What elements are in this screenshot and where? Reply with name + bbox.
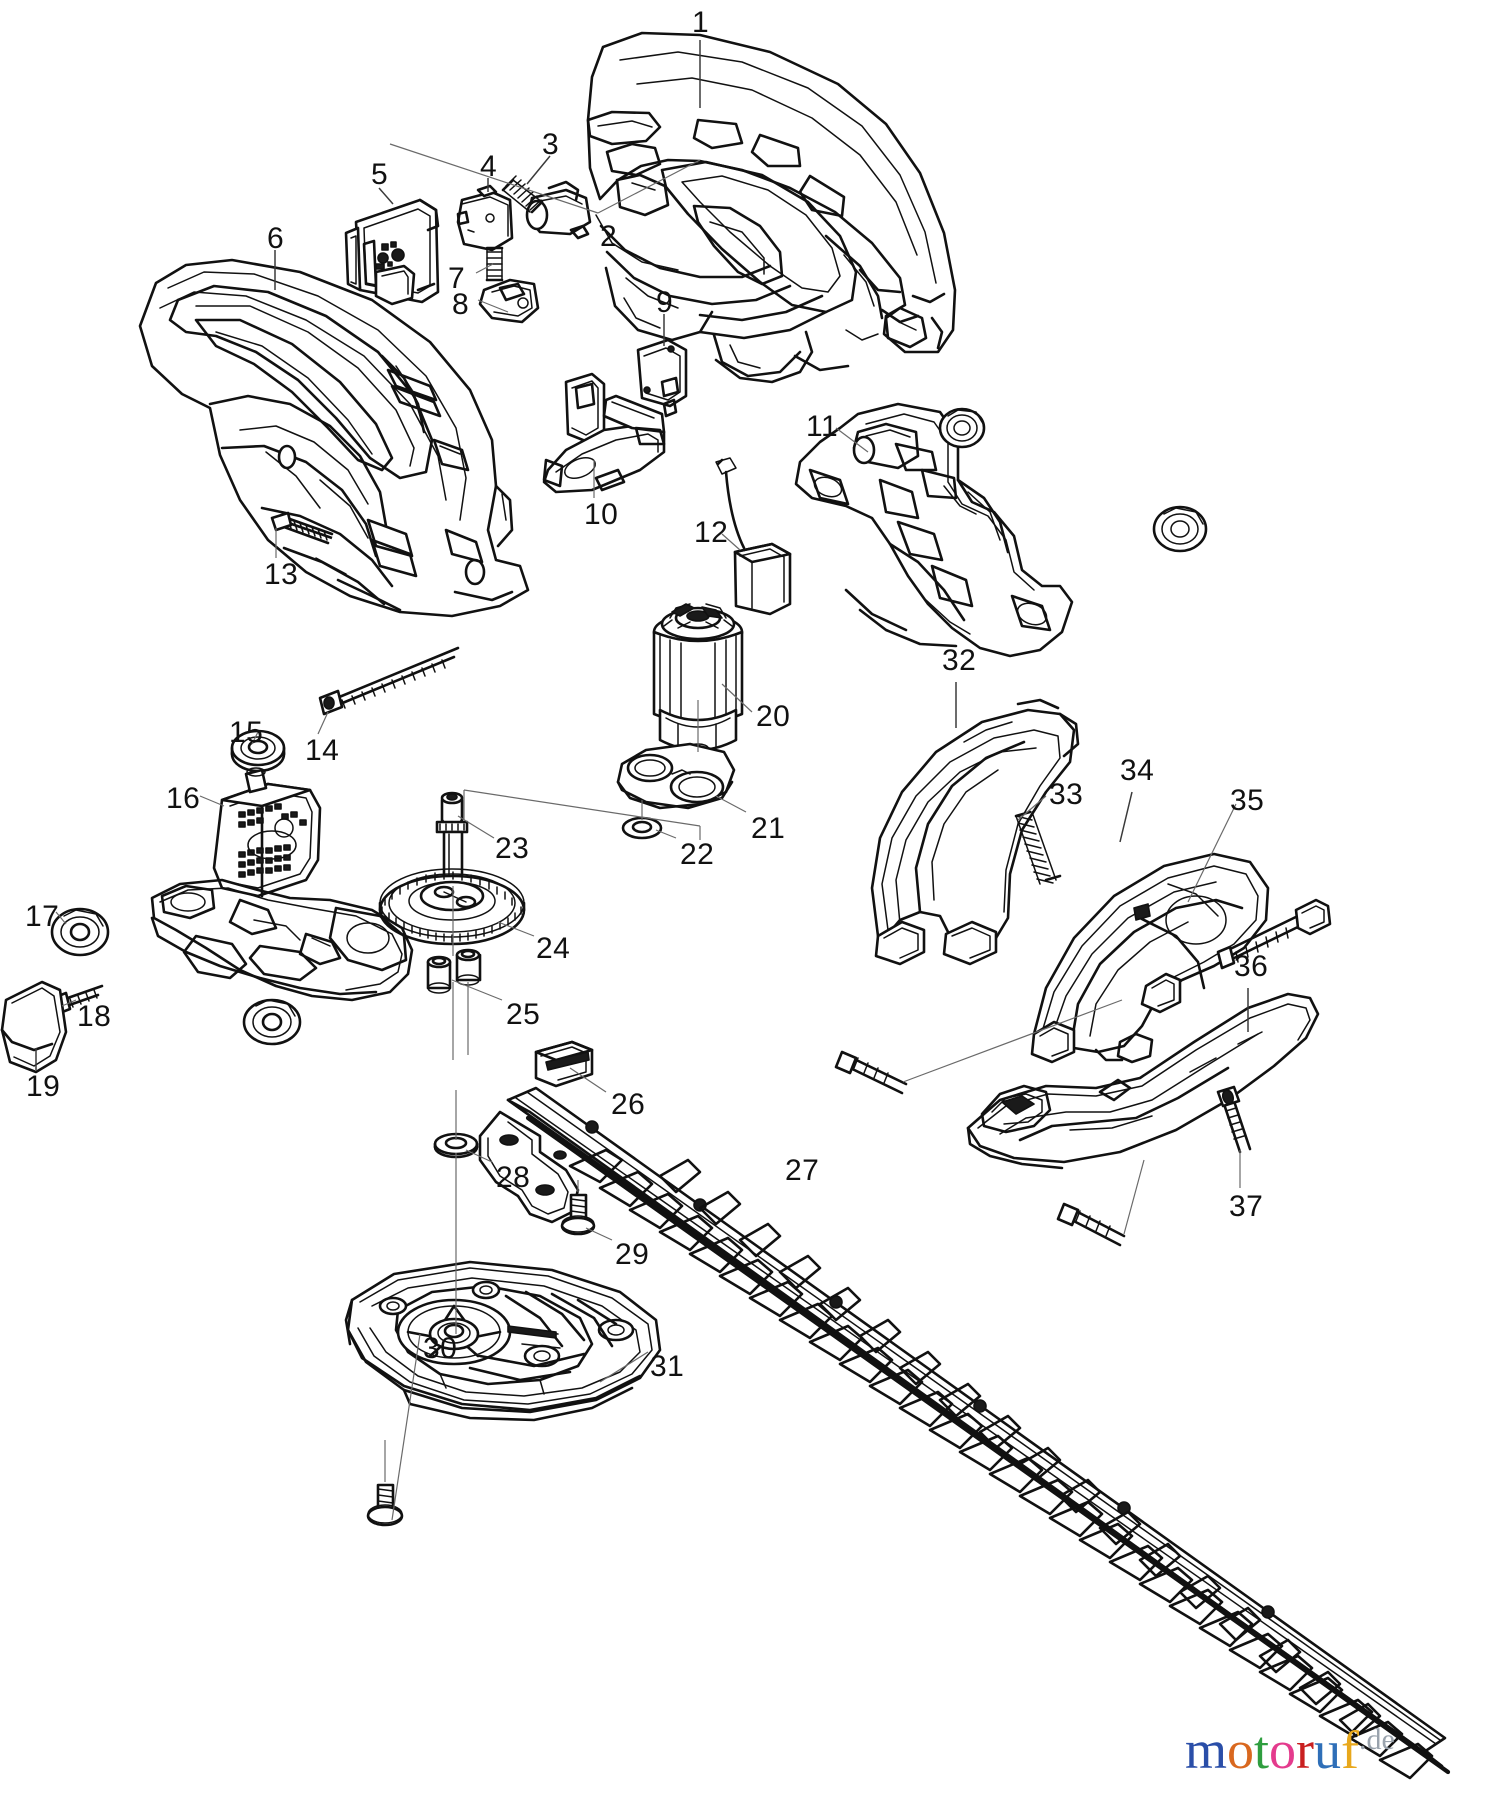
part-37-screw [1216, 1085, 1252, 1154]
callout-20: 20 [756, 700, 791, 733]
part-14-long-screw [318, 646, 460, 716]
part-27-cutter-blade-assembly [478, 1086, 1451, 1780]
callout-29: 29 [615, 1238, 650, 1271]
watermark-letter-o2: o [1269, 1720, 1297, 1780]
part-12-carbon-brush [715, 457, 792, 616]
watermark-letter-o1: o [1227, 1720, 1255, 1780]
callout-34: 34 [1120, 754, 1155, 787]
watermark-motoruf: motoruf.de [1185, 1723, 1395, 1777]
part-24-main-gear [378, 868, 526, 946]
callout-18: 18 [77, 1000, 112, 1033]
callout-22: 22 [680, 838, 715, 871]
part-22-washer [621, 816, 663, 840]
part-17-rubber-cap [50, 907, 110, 957]
part-2-switch-plunger [525, 180, 592, 240]
callout-8: 8 [452, 288, 470, 321]
watermark-letter-r: r [1296, 1720, 1315, 1780]
part-26-guide-block [534, 1040, 594, 1088]
callout-13: 13 [264, 558, 299, 591]
part-8-trigger-lever [478, 278, 540, 324]
callout-17: 17 [25, 900, 60, 933]
callout-36: 36 [1234, 950, 1269, 983]
part-11-grommets [938, 407, 1208, 553]
callout-35: 35 [1230, 784, 1265, 817]
callout-26: 26 [611, 1088, 646, 1121]
callout-21: 21 [751, 812, 786, 845]
part-13-screw [270, 511, 334, 545]
callout-11: 11 [806, 410, 839, 443]
leader-lines [35, 40, 1249, 1521]
alignment-axes [384, 700, 699, 1482]
part-10-terminal-block [542, 372, 666, 494]
fastener-extra-left [834, 1050, 908, 1095]
part-34-top-handle-cover [1030, 852, 1270, 1064]
part-33-spring [1014, 810, 1062, 885]
callout-12: 12 [694, 516, 729, 549]
part-9-electronic-block [636, 338, 688, 418]
callout-16: 16 [166, 782, 201, 815]
part-3-spring [501, 175, 544, 214]
part-1-rear-housing-half [586, 31, 957, 384]
watermark-letter-t: t [1254, 1720, 1270, 1780]
part-23-eccentric-shaft [435, 791, 469, 888]
callout-7: 7 [448, 262, 466, 295]
callout-14: 14 [305, 734, 340, 767]
callout-4: 4 [480, 150, 498, 183]
callout-37: 37 [1229, 1190, 1264, 1223]
callout-10: 10 [584, 498, 619, 531]
fastener-extra-lower [1056, 1202, 1126, 1247]
part-11-gear-housing-half [794, 402, 1074, 658]
part-29-screw [560, 1193, 596, 1236]
callout-3: 3 [542, 128, 560, 161]
callout-25: 25 [506, 998, 541, 1031]
callout-33: 33 [1049, 778, 1084, 811]
part-36-tip-guard [966, 992, 1320, 1170]
callout-15: 15 [229, 716, 264, 749]
part-25-bushings [426, 948, 482, 994]
watermark-suffix: .de [1359, 1723, 1395, 1756]
callout-32: 32 [942, 644, 977, 677]
watermark-letter-m: m [1185, 1720, 1228, 1780]
part-19-cover-plate [0, 980, 68, 1074]
part-35-hex-bolt [1216, 898, 1332, 970]
callout-5: 5 [371, 158, 389, 191]
callout-24: 24 [536, 932, 571, 965]
callout-28: 28 [496, 1161, 531, 1194]
part-6-front-housing-half [138, 258, 530, 618]
callout-1: 1 [692, 6, 710, 39]
callout-9: 9 [656, 286, 674, 319]
part-32-front-handle [870, 698, 1080, 966]
part-16-gear-case [150, 767, 414, 1046]
part-31-base-pan [344, 1260, 662, 1422]
part-20-motor [652, 603, 744, 784]
part-4-microswitch [456, 184, 514, 252]
callout-27: 27 [785, 1154, 820, 1187]
callout-2: 2 [600, 220, 618, 253]
part-5-controller-module [344, 198, 440, 306]
callout-6: 6 [267, 222, 285, 255]
watermark-letter-u: u [1314, 1720, 1342, 1780]
watermark-letter-f: f [1341, 1720, 1359, 1780]
callout-19: 19 [26, 1070, 61, 1103]
part-7-trigger-spring [485, 246, 504, 282]
callout-23: 23 [495, 832, 530, 865]
part-21-motor-mount-plate [616, 742, 736, 810]
callout-30: 30 [423, 1332, 458, 1365]
part-15-bearing-ring [230, 729, 286, 773]
callout-31: 31 [650, 1350, 685, 1383]
